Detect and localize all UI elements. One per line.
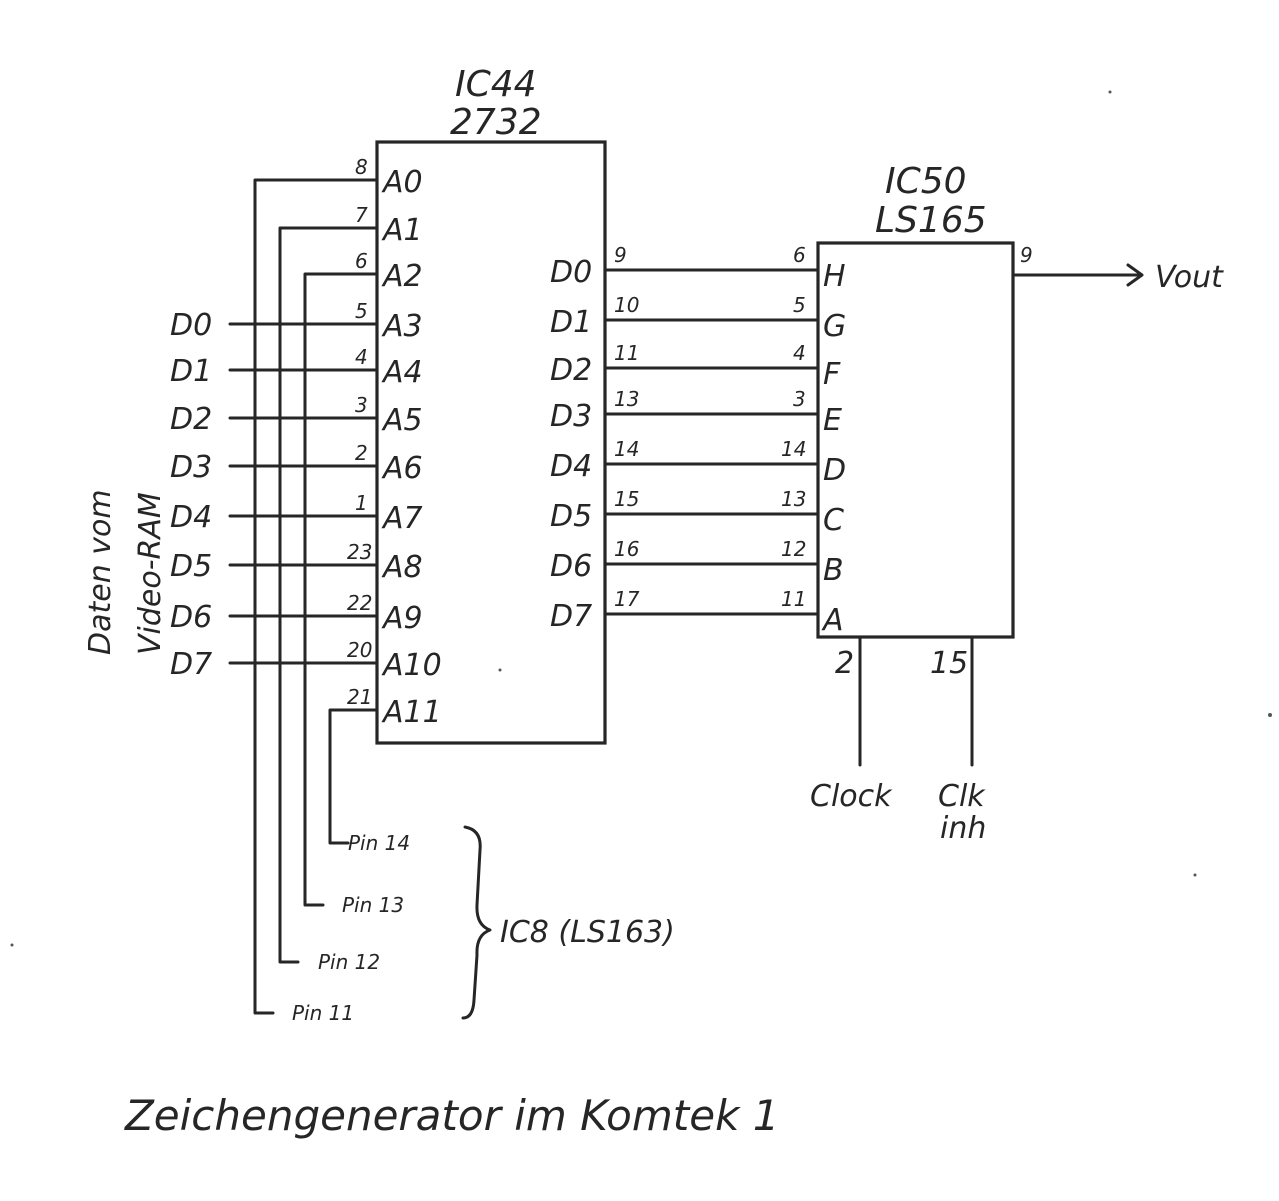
ic44-pin-label-a1: A1 (381, 213, 423, 248)
counter-wire-a11 (328, 708, 379, 845)
diagram-title: Zeichengenerator im Komtek 1 (124, 1091, 780, 1140)
ic50-input-pin-f: 4 (793, 341, 806, 365)
clock-label: Clock (810, 779, 893, 814)
ic44-pin-label-a8: A8 (381, 550, 423, 585)
ram-input-d5: D5 (170, 549, 212, 584)
ic50-input-pin-b: 12 (781, 537, 806, 561)
ic44-pin-label-a3: A3 (381, 309, 423, 344)
ic50-input-pin-a: 11 (781, 587, 806, 611)
ram-input-d7: D7 (170, 647, 212, 682)
ic50-input-label-d: D (823, 453, 846, 488)
ic44-data-pin-d4: 14 (614, 437, 639, 461)
ic44-pin-number-a2: 6 (355, 249, 368, 273)
ic50-output-pin: 9 (1020, 243, 1033, 267)
ic50-input-pin-g: 5 (793, 293, 806, 317)
ic44-pin-label-a6: A6 (381, 451, 423, 486)
counter-pin-label: Pin 14 (348, 831, 410, 855)
ic44-data-label-d3: D3 (550, 399, 592, 434)
ram-input-d2: D2 (170, 402, 212, 437)
ic44-data-label-d7: D7 (550, 599, 592, 634)
ic44-pin-number-a11: 21 (347, 685, 372, 709)
ic44-data-label-d2: D2 (550, 353, 592, 388)
ic44-pin-number-a4: 4 (355, 345, 368, 369)
counter-wire-a2 (303, 272, 379, 907)
ic50-input-pin-d: 14 (781, 437, 806, 461)
ic50-input-label-h: H (823, 259, 846, 294)
ic50-input-pin-e: 3 (793, 387, 806, 411)
ic44-pin-label-a0: A0 (381, 165, 423, 200)
clk-inh-pin-number: 15 (930, 646, 968, 681)
side-label: Daten vom Video-RAM (83, 489, 168, 655)
ic44-pin-label-a9: A9 (381, 601, 423, 636)
ic44-data-label-d5: D5 (550, 499, 592, 534)
counter-wire-a0 (253, 178, 379, 1015)
ic50-name: IC50 (885, 161, 967, 202)
vout-label: Vout (1155, 260, 1224, 295)
counter-name: IC8 (LS163) (500, 915, 675, 950)
ic44-pin-number-a0: 8 (355, 155, 368, 179)
counter-pin-label: Pin 11 (292, 1001, 354, 1025)
ic44-pin-number-a8: 23 (347, 540, 372, 564)
ic50-input-label-e: E (823, 403, 842, 438)
ic44-data-label-d0: D0 (550, 255, 592, 290)
counter-pin-label: Pin 12 (318, 950, 380, 974)
side-label-line1: Daten vom (83, 489, 118, 655)
ram-input-d1: D1 (170, 354, 212, 389)
counter-pin-label: Pin 13 (342, 893, 404, 917)
ic44-data-pin-d2: 11 (614, 341, 639, 365)
ic50-part: LS165 (875, 200, 987, 241)
ic50-input-label-b: B (823, 553, 844, 588)
ic44-data-pin-d0: 9 (614, 243, 627, 267)
ic44-data-pin-d3: 13 (614, 387, 639, 411)
ic50-input-label-c: C (823, 503, 844, 538)
ram-input-d4: D4 (170, 500, 212, 535)
counter-connections: Pin 11 Pin 12 Pin 13 Pin 14 (253, 178, 410, 1025)
ic44-name: IC44 (455, 64, 537, 105)
ram-input-d3: D3 (170, 450, 212, 485)
ic44-pin-number-a6: 2 (355, 441, 368, 465)
counter-brace (461, 825, 492, 1020)
vout-arrow-icon (1126, 263, 1144, 287)
ic50-body (816, 241, 1015, 639)
ic44-data-bus: D0 9 6H D1 10 5G D2 11 4F D3 13 3E D4 14 14D D5 15 13C D6 1… (550, 243, 846, 638)
counter-wire-a1 (278, 226, 379, 964)
ic44-pin-number-a10: 20 (347, 638, 372, 662)
ic44-data-pin-d7: 17 (614, 587, 640, 611)
ic50-input-label-f: F (823, 357, 841, 392)
ic44-data-label-d1: D1 (550, 305, 592, 340)
clk-inh-label-2: inh (940, 811, 986, 846)
clk-inh-label-1: Clk (938, 779, 986, 814)
ic44-data-pin-d5: 15 (614, 487, 639, 511)
ic50-input-pin-h: 6 (793, 243, 806, 267)
ram-input-d0: D0 (170, 308, 212, 343)
ram-input-d6: D6 (170, 600, 212, 635)
ic44-part: 2732 (450, 102, 542, 143)
ic44-pin-label-a4: A4 (381, 355, 423, 390)
ic44-pin-number-a5: 3 (355, 393, 368, 417)
ic44-pin-label-a11: A11 (381, 695, 442, 730)
ic44-pin-number-a9: 22 (347, 591, 372, 615)
ic44-data-pin-d6: 16 (614, 537, 639, 561)
ic50-input-label-a: A (821, 603, 844, 638)
ic50-input-pin-c: 13 (781, 487, 806, 511)
ic44-pin-label-a5: A5 (381, 403, 423, 438)
clock-pin-number: 2 (835, 646, 854, 681)
ic44-pin-label-a2: A2 (381, 259, 423, 294)
ic44-data-label-d4: D4 (550, 449, 592, 484)
side-label-line2: Video-RAM (133, 492, 168, 655)
ic44-data-pin-d1: 10 (614, 293, 639, 317)
ic44-pin-number-a3: 5 (355, 299, 368, 323)
ic44-body (375, 140, 607, 745)
ic44-pin-number-a7: 1 (355, 491, 368, 515)
ic44-data-label-d6: D6 (550, 549, 592, 584)
ic44-pin-number-a1: 7 (355, 203, 368, 227)
ic44-pin-label-a7: A7 (381, 501, 423, 536)
ic50-input-label-g: G (823, 309, 846, 344)
ic44-pin-label-a10: A10 (381, 648, 442, 683)
